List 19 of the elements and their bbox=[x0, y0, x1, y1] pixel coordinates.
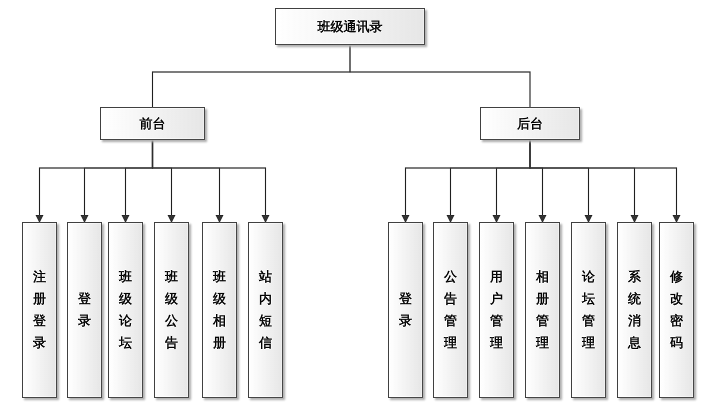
module-box: 站内短信 bbox=[248, 222, 283, 398]
category-box: 班级通讯录 bbox=[275, 8, 425, 45]
connector-line bbox=[349, 45, 531, 107]
arrow bbox=[529, 140, 680, 223]
module-box: 系统消息 bbox=[617, 222, 652, 398]
category-box: 后台 bbox=[480, 107, 580, 140]
module-box: 班级相册 bbox=[202, 222, 237, 398]
module-box: 登录 bbox=[67, 222, 102, 398]
module-box: 班级公告 bbox=[154, 222, 189, 398]
module-box: 公告管理 bbox=[433, 222, 468, 398]
module-box: 注册登录 bbox=[22, 222, 57, 398]
module-box: 修改密码 bbox=[659, 222, 694, 398]
module-box: 用户管理 bbox=[479, 222, 514, 398]
arrow bbox=[152, 140, 270, 223]
module-box: 论坛管理 bbox=[571, 222, 606, 398]
module-box: 班级论坛 bbox=[108, 222, 143, 398]
category-box: 前台 bbox=[100, 107, 205, 140]
module-box: 相册管理 bbox=[525, 222, 560, 398]
module-box: 登录 bbox=[388, 222, 423, 398]
